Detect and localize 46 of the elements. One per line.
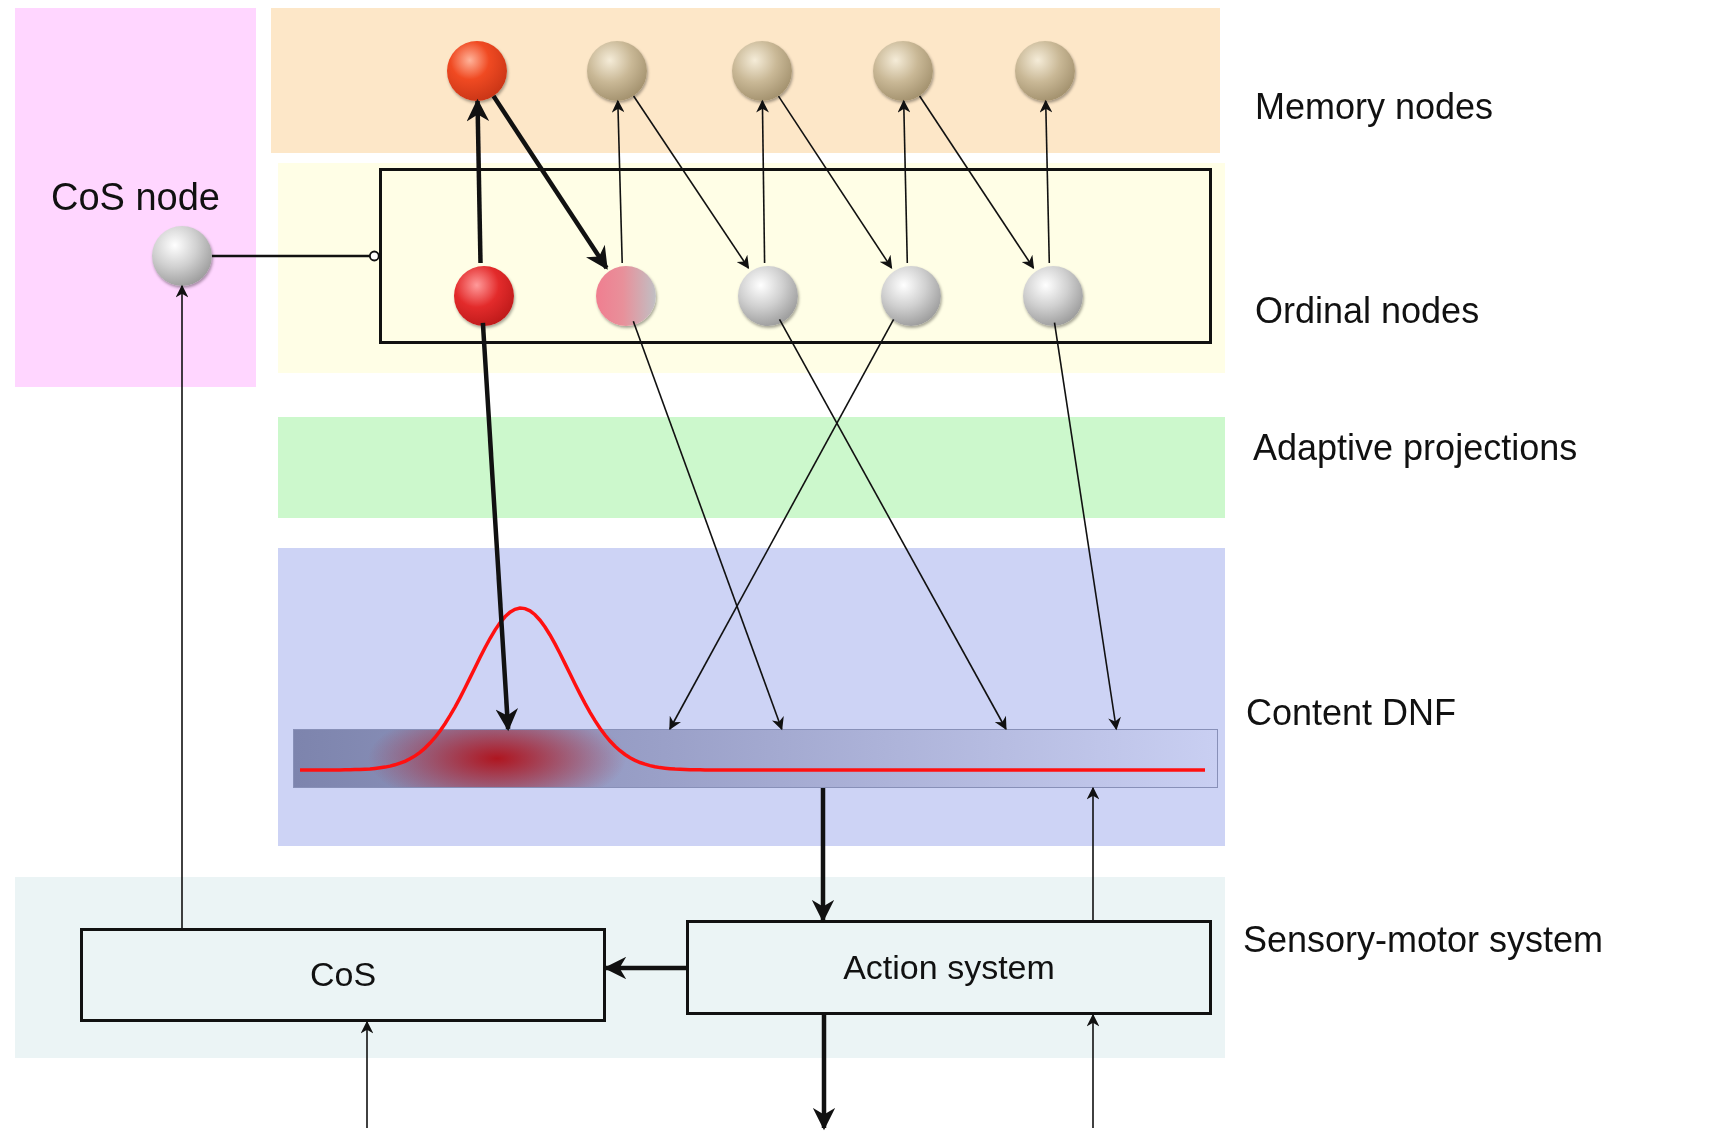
group-frame	[379, 168, 1212, 344]
arrow	[756, 99, 769, 264]
sphere-node	[152, 226, 212, 286]
layer-label: Ordinal nodes	[1255, 290, 1480, 332]
arrow	[466, 98, 490, 264]
process-box	[80, 928, 606, 1022]
arrow	[1086, 1013, 1100, 1129]
sphere-node	[454, 266, 514, 326]
layer-label: Sensory-motor system	[1243, 919, 1604, 961]
arrow	[918, 95, 1035, 270]
arrow	[603, 956, 686, 980]
arrow	[1039, 99, 1053, 264]
sphere-node	[596, 266, 656, 326]
sphere-node	[738, 266, 798, 326]
arrow	[897, 99, 911, 264]
layer-band	[15, 8, 256, 387]
sphere-node	[732, 41, 792, 101]
arrow	[811, 788, 835, 923]
sphere-node	[1023, 266, 1083, 326]
arrow	[778, 318, 1007, 731]
layer-label: CoS node	[50, 176, 221, 220]
arrow	[491, 94, 609, 270]
arrow	[480, 322, 519, 732]
layer-label: Content DNF	[1246, 692, 1457, 734]
box-label: Action system	[843, 947, 1055, 988]
arrow	[812, 1015, 836, 1131]
inhibitory-connector	[212, 250, 380, 262]
sphere-node	[1015, 41, 1075, 101]
process-box	[686, 920, 1212, 1015]
box-label: CoS	[309, 955, 377, 995]
sphere-node	[881, 266, 941, 326]
arrow	[1086, 786, 1100, 921]
sphere-node	[873, 41, 933, 101]
arrow	[632, 320, 784, 731]
sphere-node	[587, 41, 647, 101]
arrow	[360, 1020, 374, 1129]
sphere-node	[447, 41, 507, 101]
arrow	[1053, 321, 1121, 731]
arrow	[611, 99, 625, 264]
field-bar	[293, 729, 1218, 788]
arrow	[175, 284, 189, 929]
layer-label: Adaptive projections	[1253, 427, 1578, 469]
arrow	[777, 95, 893, 269]
arrow	[669, 318, 895, 731]
layer-label: Memory nodes	[1255, 86, 1494, 128]
arrow	[632, 95, 750, 270]
